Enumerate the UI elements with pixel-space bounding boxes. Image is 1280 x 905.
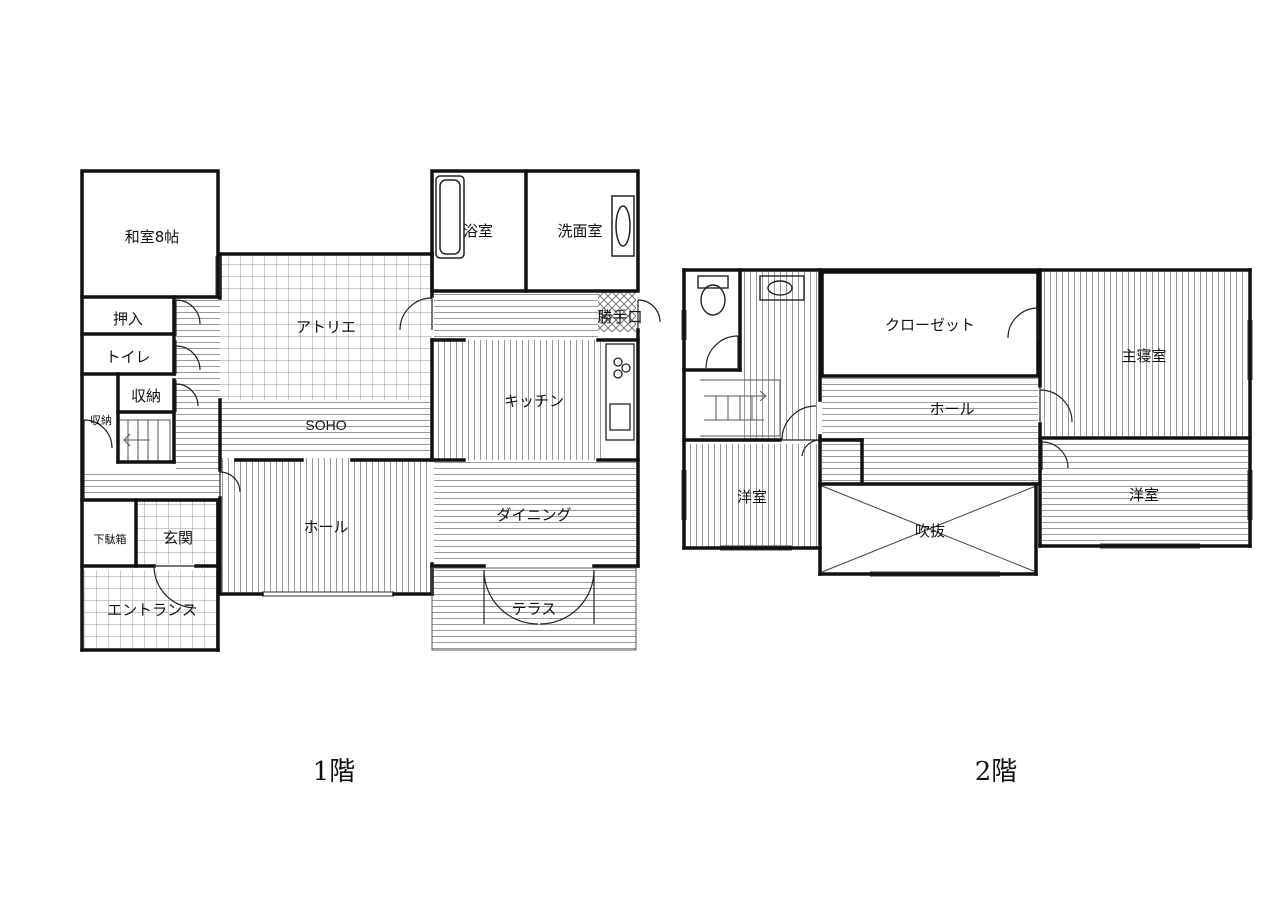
floor-1-windows: [215, 256, 394, 597]
washbasin-floor-1: [611, 195, 635, 257]
room-label-entrance: エントランス: [107, 601, 197, 619]
terrace-floor: [432, 568, 636, 650]
room-label-yokushitsu: 浴室: [463, 222, 493, 240]
room-label-soho: SOHO: [305, 417, 346, 433]
room-label-kitchen: キッチン: [504, 392, 564, 410]
bathtub: [435, 175, 465, 259]
master-bedroom-floor: [1042, 272, 1248, 436]
floor-2-doors: [705, 307, 1073, 472]
kitchen-counter: [605, 343, 635, 441]
floor-label-1: 1階: [313, 757, 356, 787]
void-cross: [821, 485, 1037, 573]
room-label-senmenshitsu: 洗面室: [557, 222, 602, 240]
room-label-oshiire: 押入: [113, 310, 143, 328]
passage-floor: [434, 292, 598, 338]
floor-2-walls: [682, 268, 1252, 576]
corridor-floor-2: [84, 470, 220, 498]
floor-label-2: 2階: [975, 757, 1018, 787]
soho-floor: [220, 400, 432, 452]
room-label-washitsu: 和室8帖: [125, 228, 180, 246]
room-label-shuno-a: 収納: [131, 387, 161, 405]
washbasin-floor-2: [759, 275, 805, 301]
room-label-katteguchi: 勝手口: [597, 308, 642, 326]
floor-2-windows: [681, 310, 1253, 577]
stairs-floor-2: [700, 379, 781, 437]
room-label-closet: クローゼット: [885, 316, 975, 334]
room-label-shuno-b: 収納: [90, 414, 112, 427]
room-label-fukinuke: 吹抜: [915, 522, 945, 540]
genkan-floor: [136, 500, 218, 564]
floor-1-walls: [80, 169, 640, 652]
room-label-toilet: トイレ: [105, 348, 150, 366]
hall-floor: [220, 458, 432, 592]
floor-2-plan: クローゼット 主寝室 ホール 洋室 洋室 吹抜 2階: [681, 268, 1253, 787]
kitchen-floor: [434, 340, 602, 460]
terrace-outline: [431, 567, 637, 651]
room-label-atelier: アトリエ: [296, 318, 356, 336]
katteguchi-floor: [598, 292, 636, 332]
room-label-hall-1f: ホール: [303, 518, 348, 536]
dining-floor: [434, 462, 636, 564]
room-label-master-bedroom: 主寝室: [1121, 347, 1166, 365]
stairs-floor-1: [117, 419, 171, 463]
hall-floor-2f: [822, 378, 1038, 482]
entrance-floor: [84, 570, 218, 648]
room-label-genkan: 玄関: [163, 529, 193, 547]
west-bedroom-floor: [686, 444, 818, 548]
room-label-dining: ダイニング: [496, 506, 571, 524]
room-label-terrace: テラス: [512, 600, 557, 618]
room-label-getabako: 下駄箱: [94, 532, 127, 546]
floor-1-doors: [83, 297, 661, 625]
floor-1-plan: 和室8帖 押入 トイレ 収納 収納 下駄箱 玄関 エントランス アトリエ SOH…: [80, 169, 661, 787]
toilet-floor-2: [697, 275, 729, 316]
atelier-floor: [220, 256, 432, 400]
room-label-yoshitsu-east: 洋室: [1129, 486, 1159, 504]
east-bedroom-floor: [1042, 440, 1248, 546]
room-label-yoshitsu-west: 洋室: [737, 488, 767, 506]
room-label-hall-2f: ホール: [929, 400, 974, 418]
